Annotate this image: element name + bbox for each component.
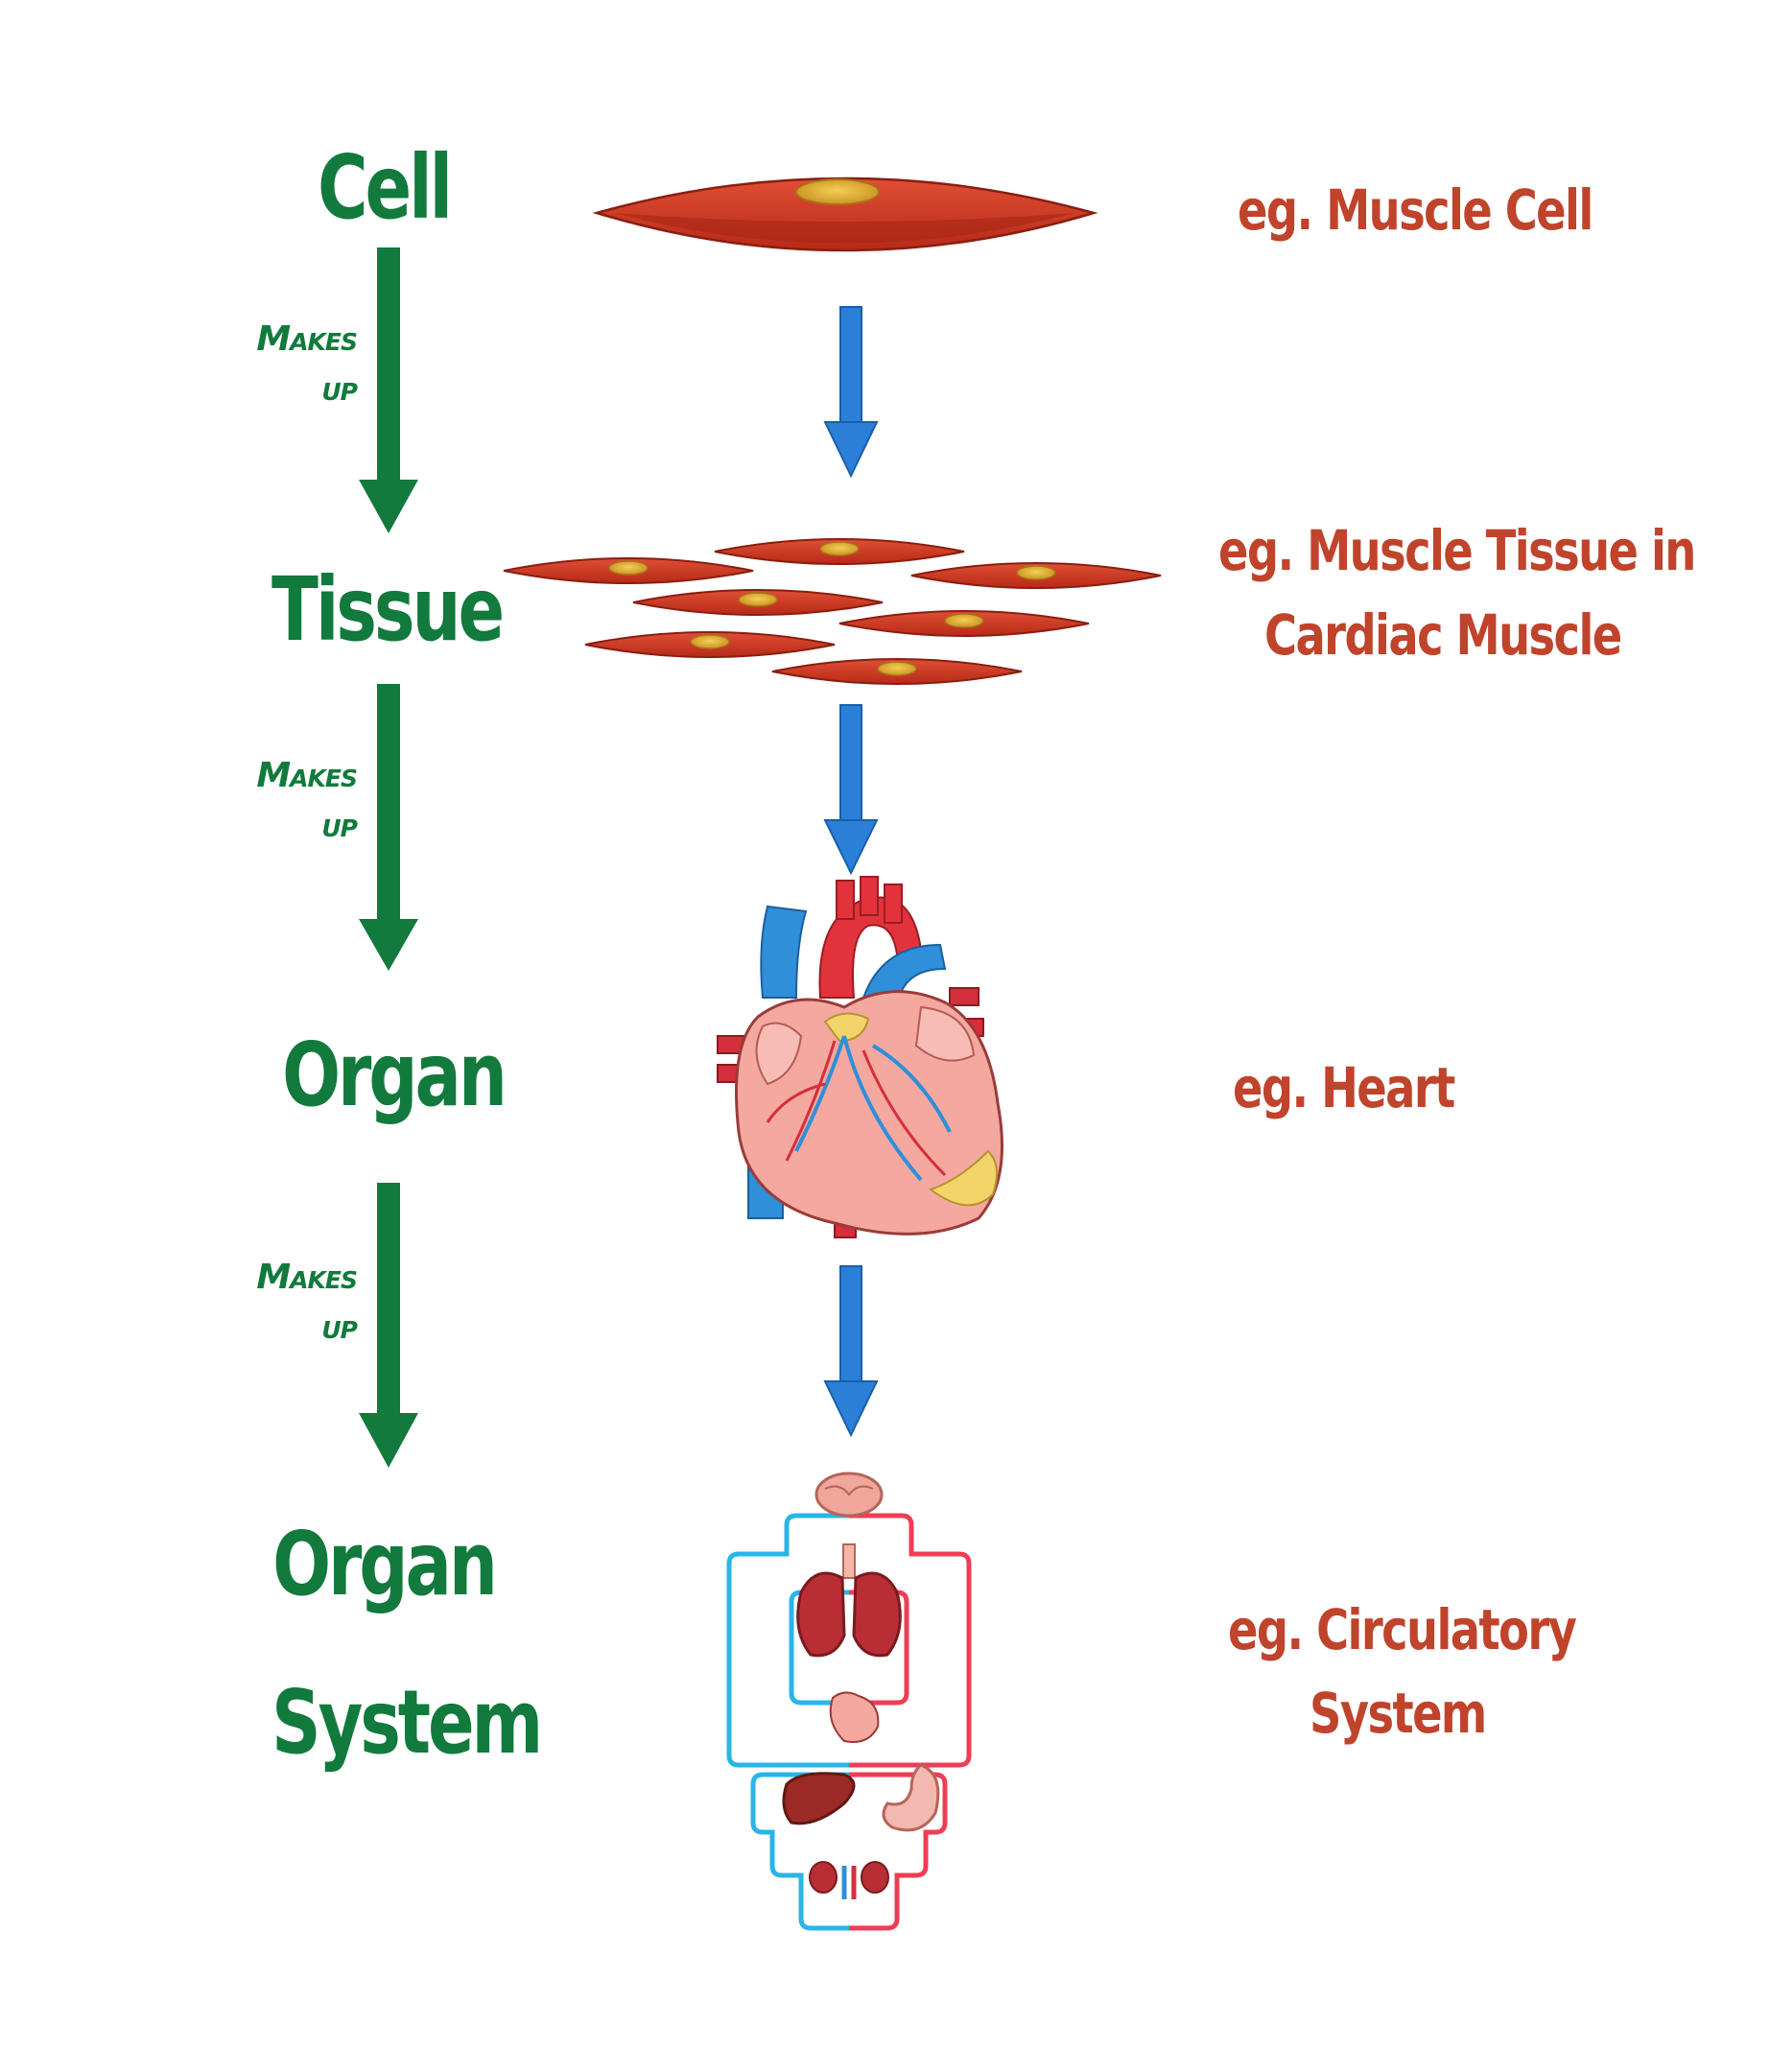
label-cell: Cell (317, 136, 453, 239)
up-word: up (321, 1307, 358, 1347)
example-muscle-tissue-line1: eg. Muscle Tissue in (1218, 518, 1696, 583)
makes-up-label-2: Makes up (223, 751, 358, 851)
example-heart: eg. Heart (1233, 1055, 1455, 1120)
blue-arrow-3 (823, 1265, 879, 1438)
label-organ: Organ (282, 1024, 507, 1126)
up-word: up (321, 369, 358, 409)
makes-word: Makes (256, 1258, 358, 1297)
muscle-cell-icon (592, 177, 1098, 252)
example-circulatory-line2: System (1310, 1681, 1487, 1746)
makes-word: Makes (256, 756, 358, 795)
blue-arrow-2 (823, 704, 879, 876)
up-word: up (321, 806, 358, 845)
label-organ-system-line1: Organ (272, 1513, 498, 1615)
heart-icon (717, 876, 1003, 1238)
example-muscle-tissue-line2: Cardiac Muscle (1264, 602, 1622, 668)
makes-word: Makes (256, 319, 358, 359)
green-arrow-2 (359, 684, 418, 971)
green-arrow-3 (359, 1183, 418, 1468)
circulatory-system-icon (726, 1472, 972, 1931)
makes-up-label-1: Makes up (223, 315, 358, 414)
blue-arrow-1 (823, 306, 879, 479)
muscle-tissue-icon (503, 538, 1162, 685)
green-arrow-1 (359, 247, 418, 533)
example-circulatory-line1: eg. Circulatory (1228, 1597, 1577, 1662)
makes-up-label-3: Makes up (223, 1253, 358, 1353)
example-muscle-cell: eg. Muscle Cell (1238, 177, 1593, 243)
label-tissue: Tissue (271, 558, 505, 661)
